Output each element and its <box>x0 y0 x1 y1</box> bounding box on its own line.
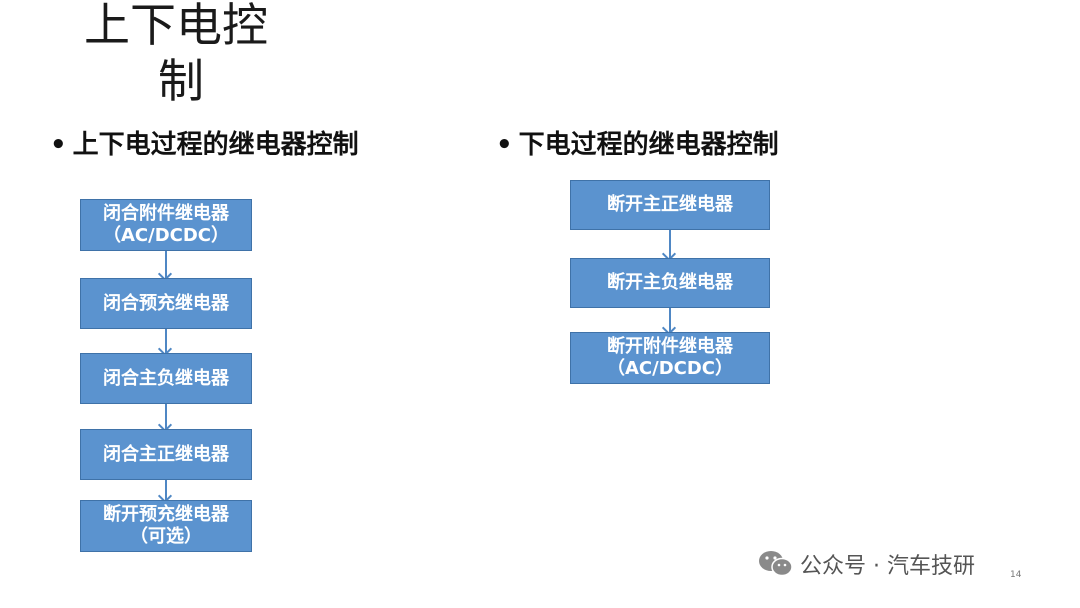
right-step-2-line1: 断开主负继电器 <box>607 272 733 293</box>
left-arrow-4 <box>165 480 167 500</box>
slide-title-line2: 制 <box>158 54 204 108</box>
wechat-icon <box>759 551 793 577</box>
left-step-1-line1: 闭合附件继电器 <box>103 203 229 224</box>
left-step-5-box: 断开预充继电器 （可选） <box>80 500 252 552</box>
left-step-2-box: 闭合预充继电器 <box>80 278 252 329</box>
left-step-5-line2: （可选） <box>130 526 202 547</box>
slide-title: 上下电控 制 <box>84 2 344 104</box>
watermark-text: 公众号 · 汽车技研 <box>800 554 975 579</box>
left-step-1-line2: （AC/DCDC） <box>102 225 230 246</box>
right-heading-text: 下电过程的继电器控制 <box>518 130 779 160</box>
right-step-1-box: 断开主正继电器 <box>570 180 770 230</box>
left-arrow-3 <box>165 404 167 429</box>
right-step-3-box: 断开附件继电器 （AC/DCDC） <box>570 332 770 384</box>
right-arrow-1 <box>669 230 671 258</box>
left-step-3-line1: 闭合主负继电器 <box>103 367 229 389</box>
right-heading: •下电过程的继电器控制 <box>496 124 779 161</box>
left-step-3-box: 闭合主负继电器 <box>80 353 252 404</box>
left-step-4-box: 闭合主正继电器 <box>80 429 252 480</box>
left-step-2-line1: 闭合预充继电器 <box>103 292 229 314</box>
right-arrow-2 <box>669 308 671 332</box>
left-arrow-1 <box>165 251 167 278</box>
right-bullet: • <box>496 130 513 160</box>
left-heading-text: 上下电过程的继电器控制 <box>72 130 359 160</box>
left-arrow-2 <box>165 329 167 353</box>
watermark: 公众号 · 汽车技研 <box>758 548 975 580</box>
right-step-1-line1: 断开主正继电器 <box>607 194 733 215</box>
left-bullet: • <box>50 130 67 160</box>
left-heading: •上下电过程的继电器控制 <box>50 124 359 161</box>
right-step-2-box: 断开主负继电器 <box>570 258 770 308</box>
left-step-1-box: 闭合附件继电器 （AC/DCDC） <box>80 199 252 251</box>
page-number: 14 <box>1010 570 1022 580</box>
left-step-4-line1: 闭合主正继电器 <box>103 443 229 465</box>
right-step-3-line1: 断开附件继电器 <box>607 336 733 357</box>
slide-title-line1: 上下电控 <box>84 0 268 52</box>
right-step-3-line2: （AC/DCDC） <box>606 358 734 379</box>
left-step-5-line1: 断开预充继电器 <box>103 504 229 525</box>
